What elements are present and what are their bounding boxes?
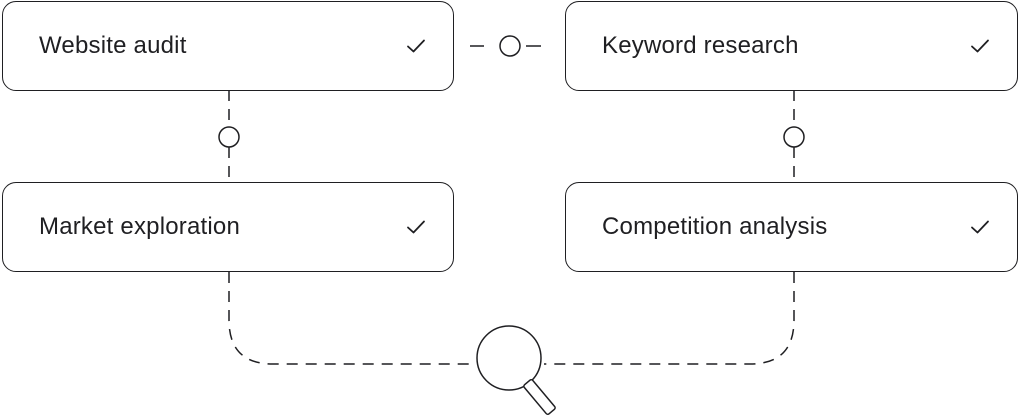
- card-market-exploration[interactable]: Market exploration: [2, 182, 454, 272]
- card-competition-analysis[interactable]: Competition analysis: [565, 182, 1018, 272]
- circle-node-icon: [783, 126, 805, 148]
- check-icon: [407, 220, 425, 234]
- check-icon: [407, 39, 425, 53]
- bottom-curve-right: [544, 272, 795, 365]
- check-icon: [971, 39, 989, 53]
- card-label: Market exploration: [39, 213, 241, 240]
- card-label: Keyword research: [602, 32, 799, 59]
- circle-node-icon: [218, 126, 240, 148]
- check-icon: [971, 220, 989, 234]
- bottom-curve-left: [228, 272, 476, 365]
- circle-node-icon: [499, 35, 521, 57]
- card-website-audit[interactable]: Website audit: [2, 1, 454, 91]
- magnifier-icon: [476, 325, 556, 416]
- card-label: Competition analysis: [602, 213, 828, 240]
- card-keyword-research[interactable]: Keyword research: [565, 1, 1018, 91]
- card-label: Website audit: [39, 32, 187, 59]
